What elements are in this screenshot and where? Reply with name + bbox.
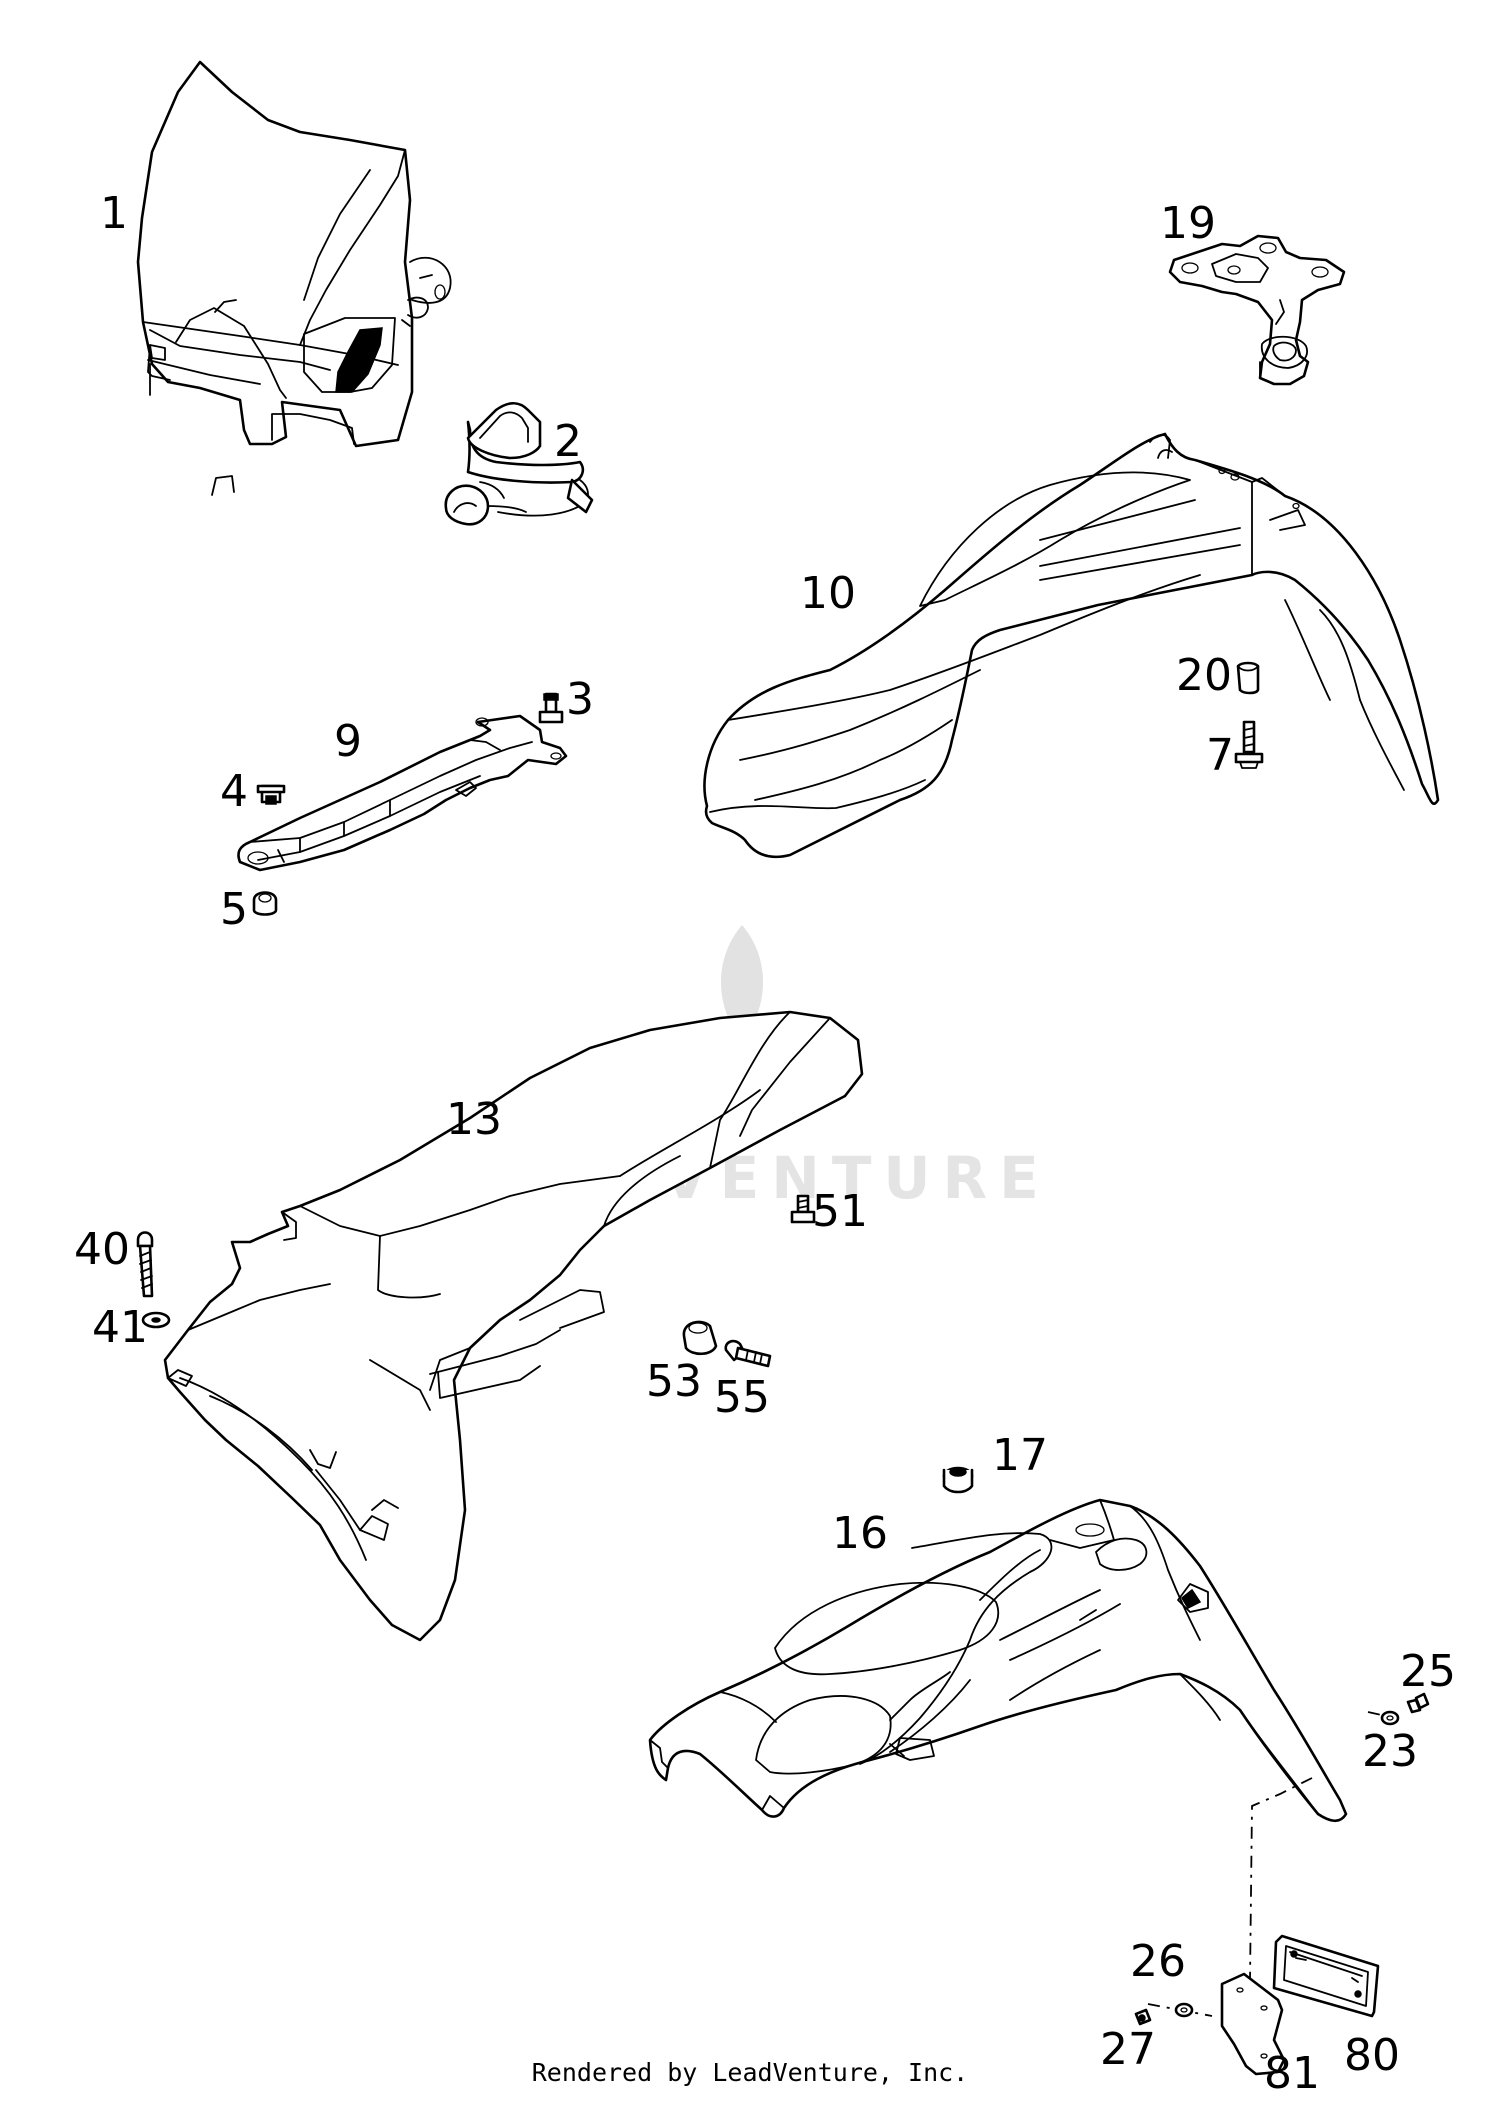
- callout-7: 7: [1206, 730, 1234, 781]
- part-10-front-fender[interactable]: [703, 432, 1440, 859]
- part-26-washer[interactable]: [1174, 2002, 1194, 2018]
- part-1-headlight-mask[interactable]: [136, 60, 452, 496]
- callout-25: 25: [1400, 1646, 1456, 1697]
- part-80-reflector[interactable]: [1272, 1934, 1380, 2018]
- part-5-rivet[interactable]: [252, 891, 278, 916]
- callout-41: 41: [92, 1302, 148, 1353]
- callout-23: 23: [1362, 1726, 1418, 1777]
- part-51-screw[interactable]: [790, 1194, 816, 1224]
- callout-4: 4: [220, 766, 248, 817]
- callout-55: 55: [714, 1372, 770, 1423]
- part-16-mudguard[interactable]: [648, 1498, 1348, 1823]
- part-4-nut[interactable]: [256, 784, 286, 805]
- part-3-screw[interactable]: [538, 692, 564, 724]
- callout-9: 9: [334, 716, 362, 767]
- callout-20: 20: [1176, 650, 1232, 701]
- callout-13: 13: [446, 1094, 502, 1145]
- callout-3: 3: [566, 674, 594, 725]
- part-40-screw[interactable]: [136, 1231, 154, 1298]
- callout-40: 40: [74, 1224, 130, 1275]
- callout-labels: 1 2 3 4 5 7 9 10 13 16 17 19 20 23 25 26…: [74, 188, 1456, 2099]
- callout-5: 5: [220, 884, 248, 935]
- callout-16: 16: [832, 1508, 888, 1559]
- part-23-washer[interactable]: [1380, 1710, 1400, 1726]
- part-41-washer[interactable]: [141, 1311, 171, 1329]
- callout-81: 81: [1264, 2048, 1320, 2099]
- part-55-screw[interactable]: [724, 1339, 772, 1368]
- part-7-screw[interactable]: [1234, 720, 1264, 769]
- callout-1: 1: [100, 188, 128, 239]
- part-53-grommet[interactable]: [682, 1320, 718, 1356]
- part-81-license-plate-bracket[interactable]: [1220, 1972, 1286, 2076]
- callout-10: 10: [800, 568, 856, 619]
- part-2-clamp[interactable]: [444, 401, 594, 526]
- part-27-nut[interactable]: [1134, 2008, 1152, 2026]
- part-20-bushing[interactable]: [1236, 661, 1260, 695]
- part-17-grommet[interactable]: [942, 1466, 974, 1494]
- callout-53: 53: [646, 1356, 702, 1407]
- callout-19: 19: [1160, 198, 1216, 249]
- footer-credit: Rendered by LeadVenture, Inc.: [531, 2058, 969, 2087]
- part-19-steering-bracket[interactable]: [1168, 234, 1346, 386]
- callout-27: 27: [1100, 2024, 1156, 2075]
- callout-2: 2: [554, 416, 582, 467]
- part-25-screw[interactable]: [1406, 1692, 1430, 1714]
- callout-17: 17: [992, 1430, 1048, 1481]
- part-9-mudflap[interactable]: [237, 714, 568, 872]
- callout-26: 26: [1130, 1936, 1186, 1987]
- callout-51: 51: [812, 1186, 868, 1237]
- part-13-rear-fender[interactable]: [163, 1010, 864, 1642]
- callout-80: 80: [1344, 2030, 1400, 2081]
